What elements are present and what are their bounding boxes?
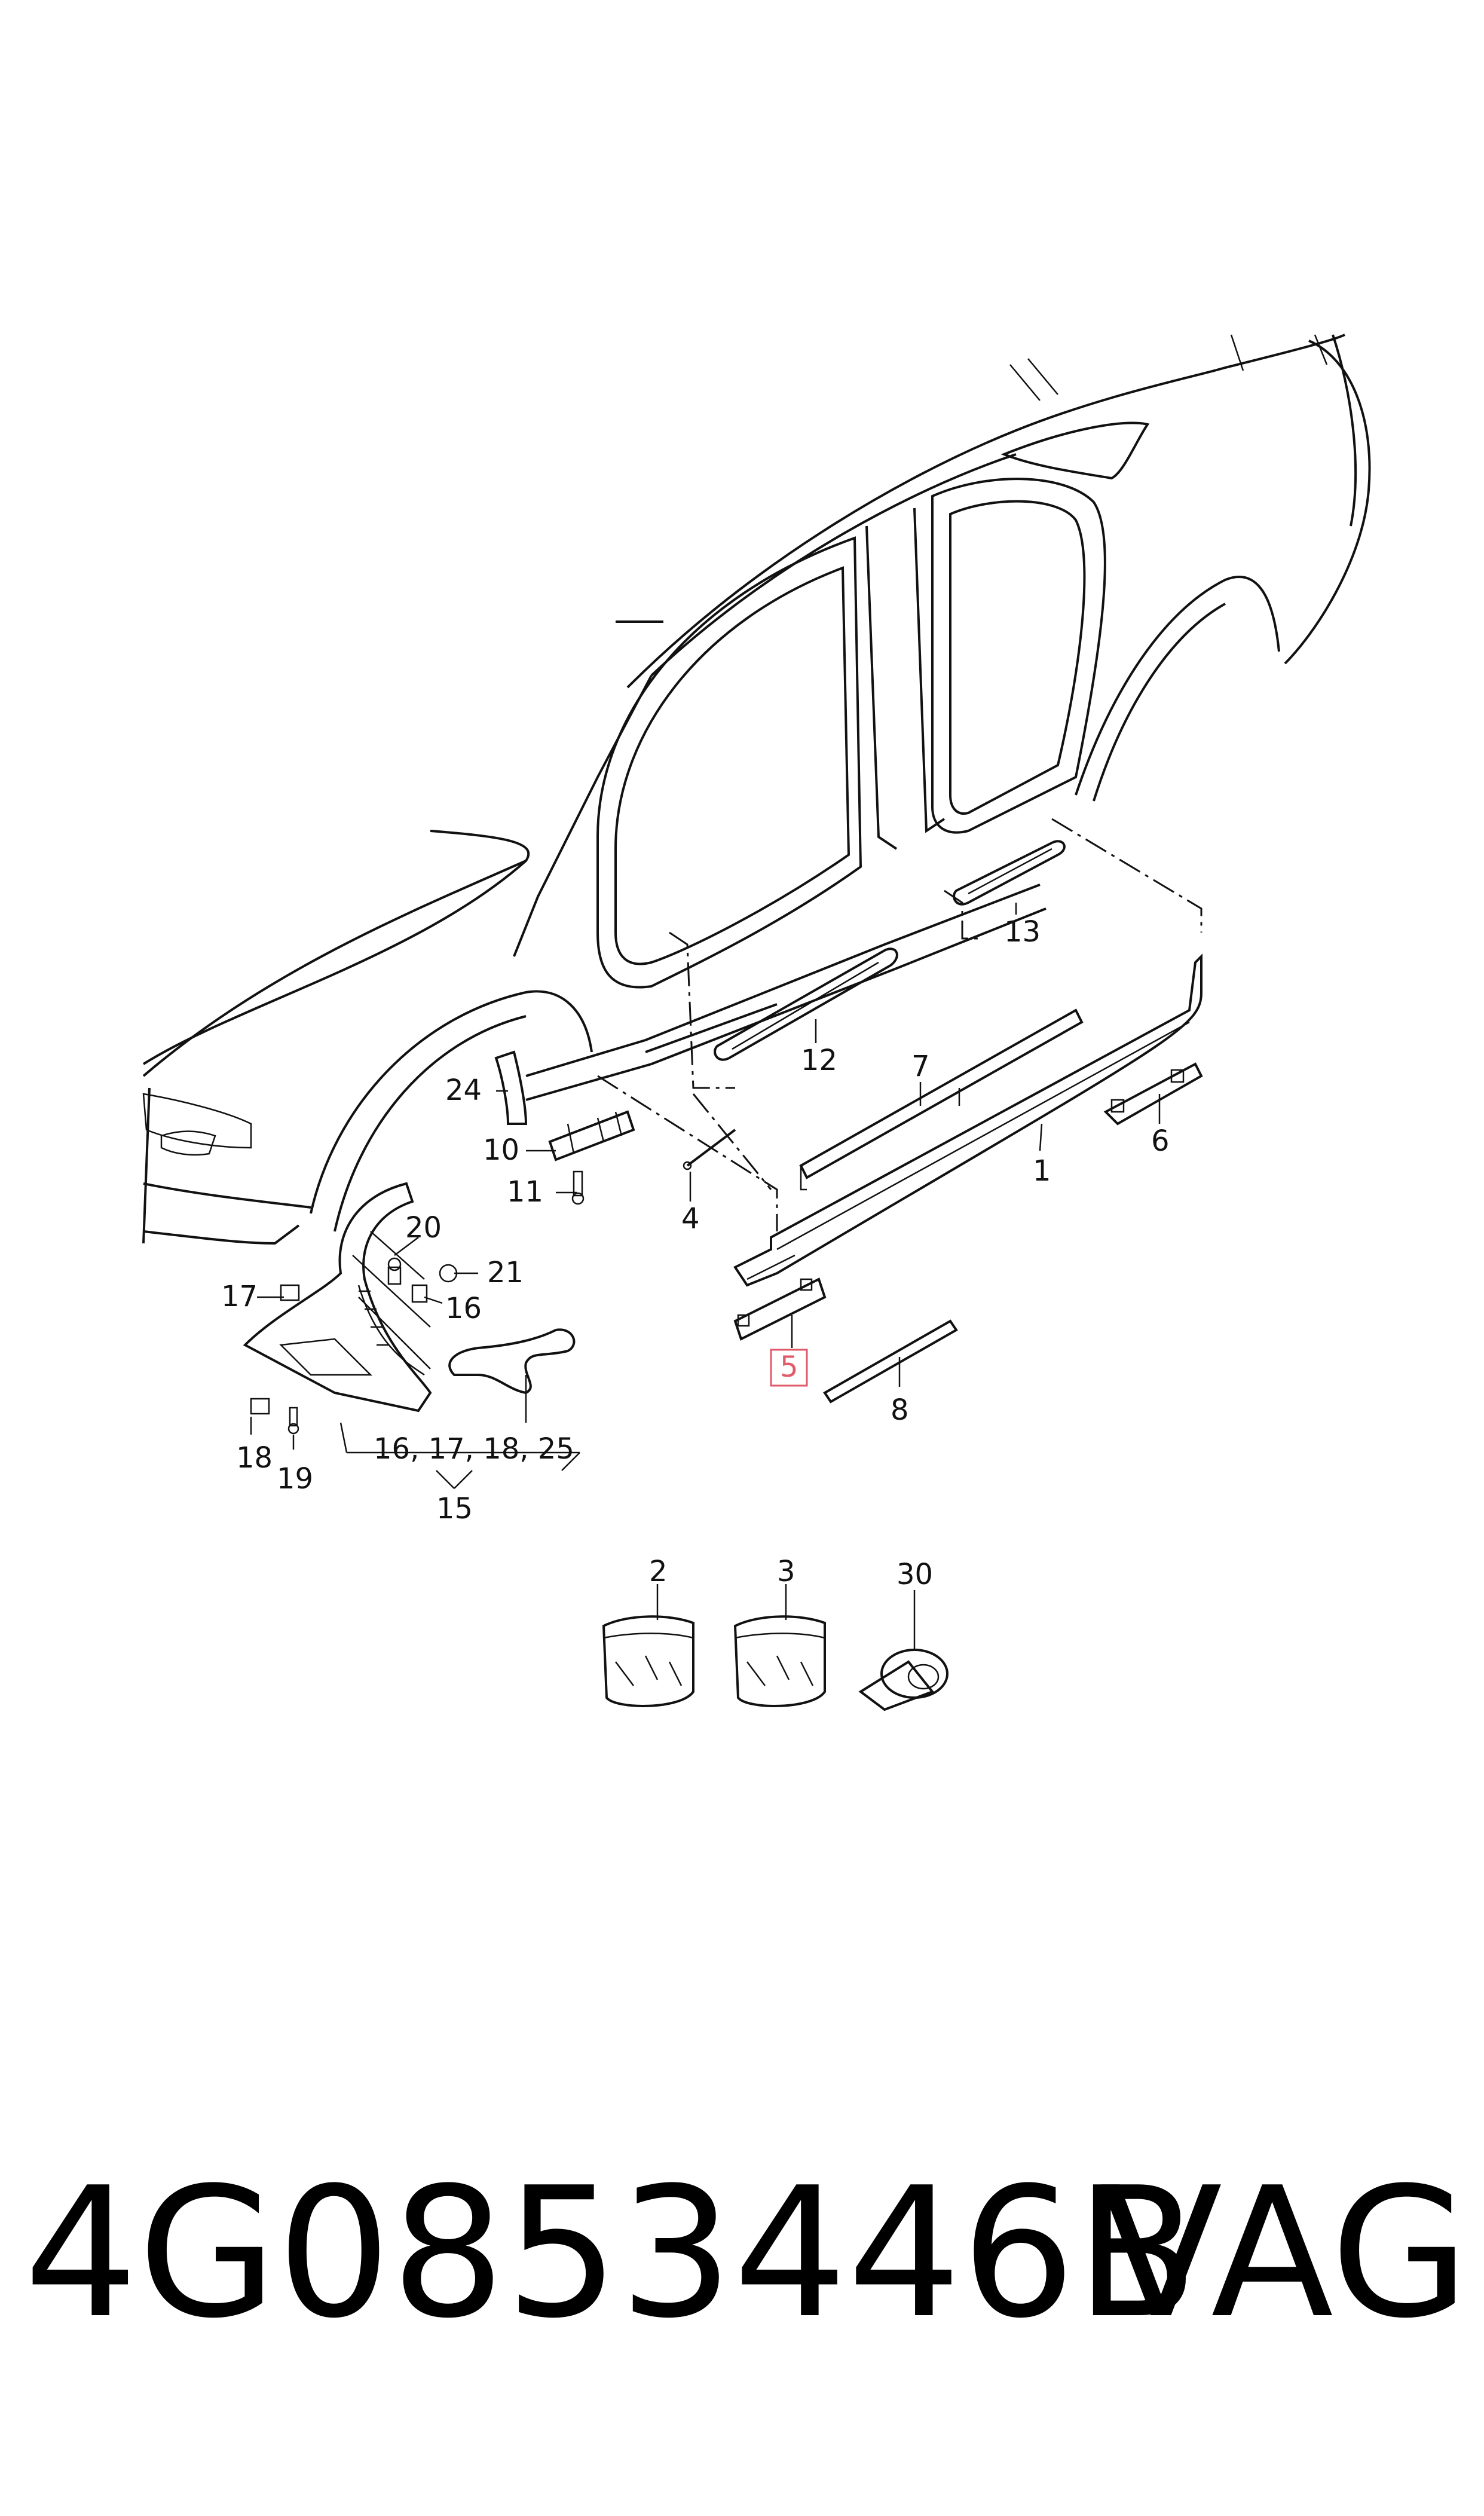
callout-19: 19: [277, 1462, 313, 1496]
fasteners-group: [250, 1257, 458, 1435]
callout-4: 4: [681, 1202, 700, 1236]
part-6-bracket: [1103, 1062, 1203, 1126]
part-30-tape-roll: [858, 1649, 948, 1711]
callout-15-group: 16, 17, 18, 25: [374, 1432, 574, 1466]
callout-3: 3: [777, 1555, 795, 1588]
part-7-moulding: [799, 1008, 1084, 1191]
callout-2: 2: [649, 1555, 668, 1588]
callout-15: 15: [436, 1492, 473, 1526]
part-1-sill-panel: [733, 953, 1203, 1287]
callout-16: 16: [445, 1292, 482, 1325]
callout-17: 17: [221, 1280, 258, 1313]
car-body-outline: [142, 334, 1371, 1245]
part-15-wheelhouse-liner: [243, 1182, 432, 1413]
part-10-bracket: [548, 1110, 635, 1161]
part-11-bolt: [571, 1170, 585, 1205]
callout-24: 24: [445, 1074, 482, 1107]
callout-20: 20: [405, 1211, 442, 1245]
part-25-seal: [448, 1328, 576, 1395]
part-5-bracket: [733, 1277, 827, 1341]
part-3-bag: [733, 1615, 826, 1707]
callout-8: 8: [891, 1393, 909, 1427]
callout-labels: 1 2 3 4 5 6 7 8 10 11 12 13 15 16, 17, 1…: [221, 915, 1170, 1591]
callout-11: 11: [507, 1175, 543, 1209]
callout-6: 6: [1151, 1124, 1170, 1158]
part-8-adhesive-strip: [823, 1319, 958, 1404]
callout-12: 12: [801, 1044, 837, 1077]
assembly-dashed-lines: [597, 818, 1203, 1231]
callout-5-highlight-box: [770, 1349, 808, 1387]
brand-label: VAG: [1100, 2149, 1470, 2358]
leader-lines: [250, 903, 1161, 1650]
part-12-entry-trim: [714, 947, 898, 1061]
part-13-entry-trim: [953, 840, 1066, 906]
callout-1: 1: [1033, 1154, 1051, 1188]
part-2-bag: [602, 1615, 694, 1707]
part-number: 4G0853446B: [24, 2149, 1199, 2358]
parts-diagram: 1 2 3 4 5 6 7 8 10 11 12 13 15 16, 17, 1…: [142, 334, 1371, 1711]
part-4-clip: [683, 1129, 736, 1170]
callout-13: 13: [1004, 915, 1041, 949]
callout-21: 21: [487, 1256, 524, 1289]
callout-5: 5: [780, 1350, 798, 1384]
callout-30: 30: [896, 1558, 933, 1591]
callout-7: 7: [911, 1050, 930, 1083]
callout-10: 10: [483, 1133, 519, 1167]
callout-18: 18: [236, 1441, 273, 1475]
